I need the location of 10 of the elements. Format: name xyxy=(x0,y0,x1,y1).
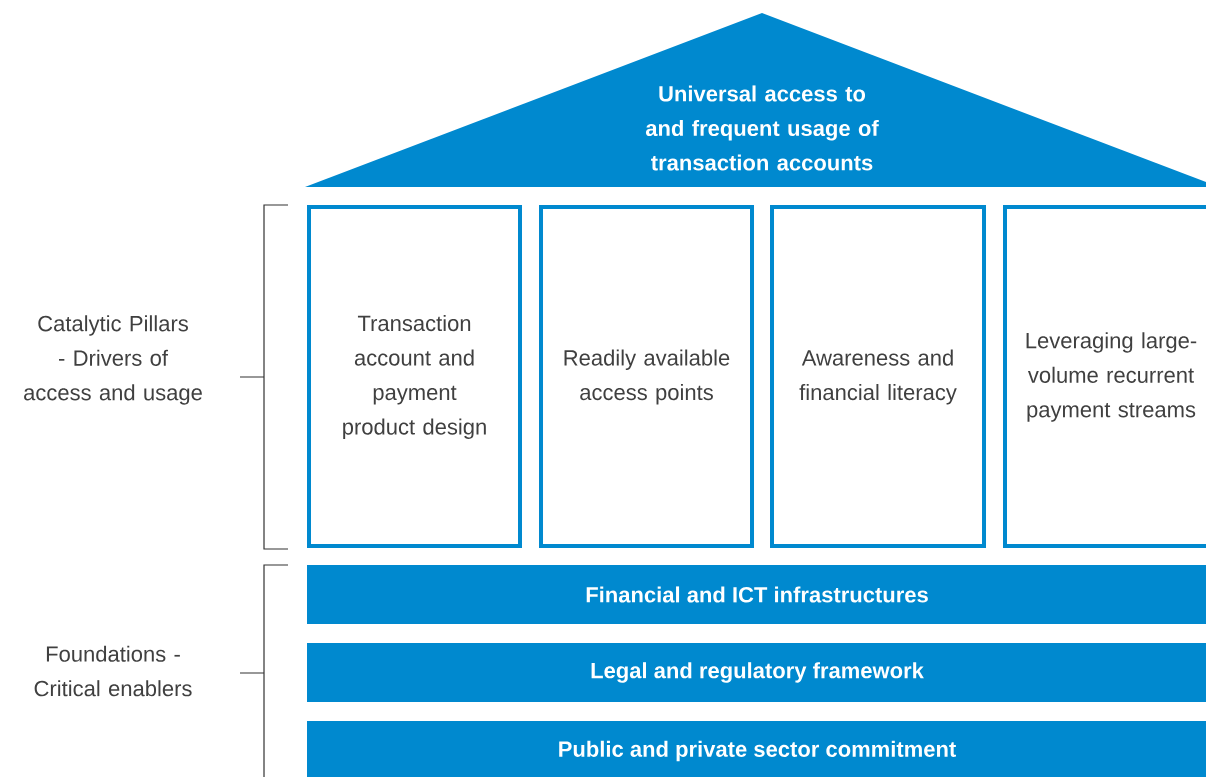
foundation-bar: Financial and ICT infrastructures xyxy=(307,565,1206,624)
pillar-box: Readily available access points xyxy=(539,205,754,548)
pillar-box: Awareness and financial literacy xyxy=(770,205,986,548)
foundation-bar: Public and private sector commitment xyxy=(307,721,1206,777)
pillar-box: Transaction account and payment product design xyxy=(307,205,522,548)
pillar-box: Leveraging large-volume recurrent payment streams xyxy=(1003,205,1206,548)
roof: Universal access to and frequent usage of transaction accounts xyxy=(305,13,1206,187)
foundation-bar: Legal and regulatory framework xyxy=(307,643,1206,702)
group-label: Foundations - Critical enablers xyxy=(34,645,192,697)
group-label: Catalytic Pillars - Drivers of access and usage xyxy=(24,315,202,405)
